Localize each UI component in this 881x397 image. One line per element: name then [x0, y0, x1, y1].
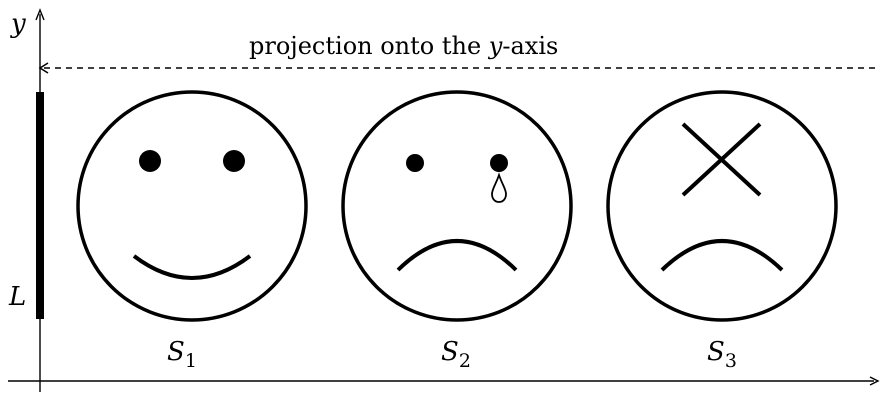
face-s1-right-eye: [223, 150, 245, 172]
face-s3-label-index: 3: [725, 350, 737, 372]
face-s1: S1: [76, 90, 308, 372]
axes: y: [8, 8, 880, 392]
face-s2-label: S2: [441, 337, 471, 372]
face-s3-outline: [606, 90, 838, 322]
face-s1-outline: [76, 90, 308, 322]
segment-l: L: [8, 92, 44, 319]
face-s2-outline: [341, 90, 573, 322]
face-s3-x-icon: [681, 122, 762, 197]
face-s2-left-eye: [406, 154, 424, 172]
face-s3: S3: [606, 90, 838, 372]
projection-label-prefix: projection onto the: [249, 32, 489, 60]
face-s1-smile-mouth: [132, 254, 252, 280]
face-s2-frown-mouth: [396, 239, 518, 272]
y-axis-label: y: [10, 9, 26, 39]
face-s2-label-index: 2: [459, 350, 471, 372]
projection-arrowhead: [38, 62, 49, 74]
segment-l-label: L: [8, 282, 26, 312]
projection-label: projection onto the y-axis: [249, 32, 558, 60]
face-s3-frown-mouth: [660, 239, 784, 272]
x-axis-arrowhead: [869, 376, 880, 386]
face-s2: S2: [341, 90, 573, 372]
face-s1-left-eye: [139, 150, 161, 172]
projection-label-suffix: -axis: [502, 32, 558, 60]
projection-label-var: y: [488, 32, 503, 60]
face-s2-teardrop-icon: [491, 172, 507, 203]
face-s1-label: S1: [167, 337, 197, 372]
face-s1-label-letter: S: [167, 337, 185, 367]
face-s3-label-letter: S: [707, 337, 725, 367]
y-axis-arrowhead: [35, 8, 45, 21]
face-s2-label-letter: S: [441, 337, 459, 367]
face-s3-label: S3: [707, 337, 737, 372]
projection-arrow: projection onto the y-axis: [38, 32, 876, 74]
face-s1-label-index: 1: [185, 350, 197, 372]
face-s2-right-eye: [490, 154, 508, 172]
